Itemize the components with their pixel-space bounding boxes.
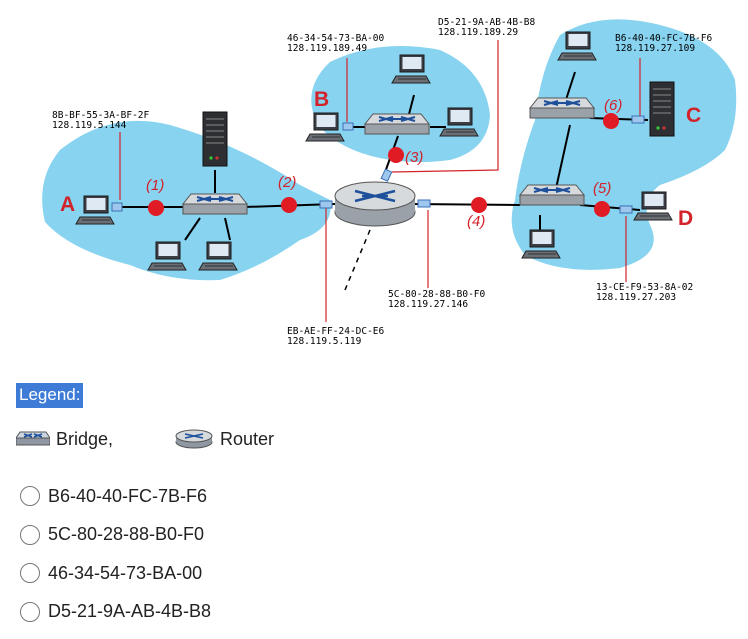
option-3[interactable]: 46-34-54-73-BA-00 [20,561,420,585]
option-label: 5C-80-28-88-B0-F0 [48,524,205,544]
host-b-ip: 128.119.189.49 [287,43,367,54]
option-label: B6-40-40-FC-7B-F6 [48,485,208,506]
radio-button[interactable] [20,563,40,583]
host-c-label: C [686,104,701,127]
host-a-label: A [60,193,75,216]
option-4[interactable]: D5-21-9A-AB-4B-B8 [20,600,420,624]
server-icon [202,111,228,167]
host-a-ip: 128.119.5.144 [52,120,127,131]
host-c-server-icon [649,81,675,137]
point-2-label: (2) [278,174,296,191]
bridge-icon [529,97,595,119]
router-left-ip: 128.119.5.119 [287,336,362,347]
radio-button[interactable] [20,486,40,506]
bridge-icon [16,431,50,446]
legend-bridge-label: Bridge, [56,428,114,449]
legend-bridge: Bridge, [16,428,113,450]
router-right-ip: 128.119.27.146 [388,299,468,310]
option-1[interactable]: B6-40-40-FC-7B-F6 [20,484,420,508]
host-b-mac: 46-34-54-73-BA-00 [287,33,385,44]
point-5-label: (5) [593,180,611,197]
router-right-mac: 5C-80-28-88-B0-F0 [388,289,486,300]
option-2[interactable]: 5C-80-28-88-B0-F0 [20,523,420,547]
router-icon [175,429,213,449]
radio-button[interactable] [20,601,40,622]
legend: Bridge, Router [16,428,336,458]
router-icon [334,181,416,227]
point-6-label: (6) [604,97,622,114]
host-c-ip: 128.119.27.109 [615,43,695,54]
host-d-label: D [678,207,693,230]
legend-title: Legend: [16,383,84,408]
router-top-mac: D5-21-9A-AB-4B-B8 [438,17,536,28]
option-label: D5-21-9A-AB-4B-B8 [48,601,212,621]
host-d-ip: 128.119.27.203 [596,292,676,303]
answer-options: B6-40-40-FC-7B-F6 5C-80-28-88-B0-F0 46-3… [20,484,420,638]
bridge-icon [364,113,430,135]
host-b-computer-icon [305,112,345,142]
point-1-label: (1) [146,177,164,194]
radio-button[interactable] [20,524,40,545]
option-label: 46-34-54-73-BA-00 [48,562,203,583]
router-left-mac: EB-AE-FF-24-DC-E6 [287,326,385,337]
host-b-label: B [314,88,329,111]
host-c-mac: B6-40-40-FC-7B-F6 [615,33,713,44]
legend-router-label: Router [220,428,275,449]
host-d-mac: 13-CE-F9-53-8A-02 [596,282,693,293]
bridge-icon [182,193,248,215]
legend-router: Router [174,428,274,450]
point-3-label: (3) [405,149,423,166]
lan-right [511,19,737,270]
host-a-mac: 8B-BF-55-3A-BF-2F [52,110,150,121]
bridge-icon [519,184,585,206]
point-4-label: (4) [467,213,485,230]
network-diagram: (1) (2) (3) (4) (5) (6) A B C D 8B-BF-55… [42,17,737,347]
router-top-ip: 128.119.189.29 [438,27,518,38]
